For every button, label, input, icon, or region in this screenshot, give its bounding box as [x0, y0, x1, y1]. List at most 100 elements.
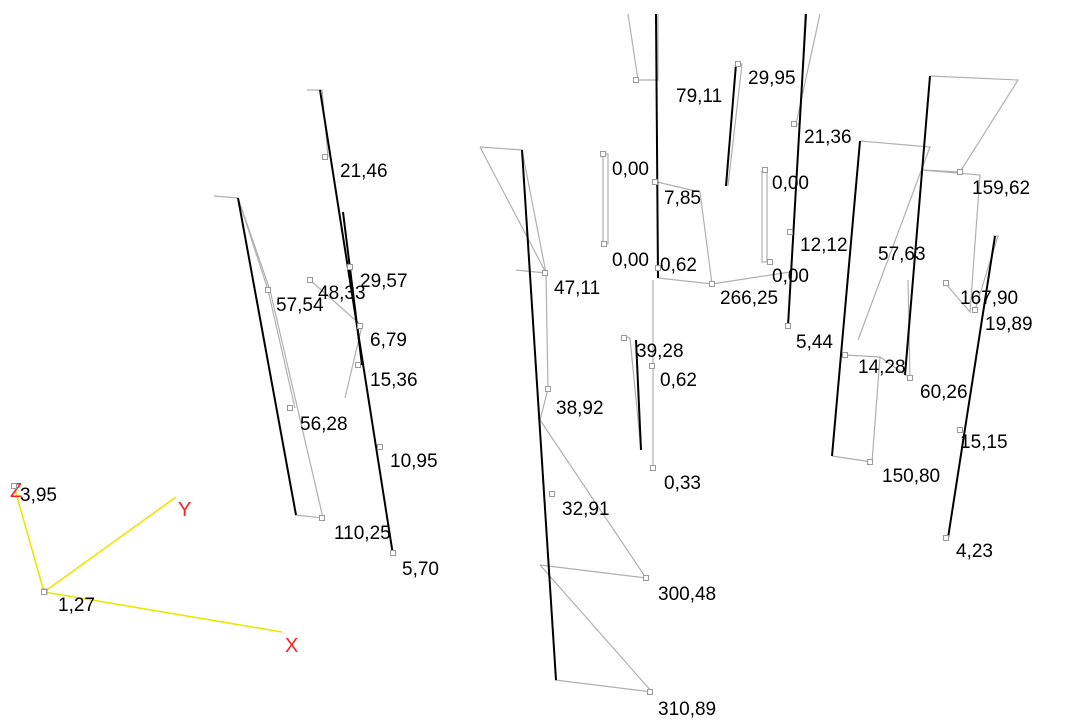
node-marker: [355, 362, 361, 368]
value-label: 0,33: [664, 473, 701, 494]
global-axes: X Y Z: [10, 480, 298, 657]
diagram-outline: [921, 169, 981, 314]
diagram-outline: [921, 75, 1020, 173]
member-line: [635, 339, 642, 451]
node-marker: [787, 229, 793, 235]
member-line: [904, 75, 931, 376]
diagram-outline: [711, 271, 791, 285]
diagram-outline: [602, 153, 609, 245]
members: [237, 13, 996, 681]
diagram-outline: [627, 13, 659, 81]
member-line: [831, 140, 861, 457]
value-label: 3,95: [20, 485, 57, 506]
diagram-outline: [479, 146, 547, 274]
value-label: 39,28: [636, 341, 684, 362]
node-marker: [655, 265, 661, 271]
value-label: 5,70: [402, 559, 439, 580]
value-label: 0,00: [612, 250, 649, 271]
value-label: 15,36: [370, 370, 418, 391]
value-label: 38,92: [556, 398, 604, 419]
node-marker: [633, 77, 639, 83]
value-label: 48,33: [318, 283, 366, 304]
diagram-outline: [795, 13, 821, 125]
member-line: [725, 63, 737, 187]
value-label: 56,28: [300, 414, 348, 435]
node-marker: [647, 689, 653, 695]
value-label: 0,00: [772, 266, 809, 287]
value-label: 0,00: [772, 173, 809, 194]
node-marker: [347, 264, 353, 270]
node-marker: [287, 405, 293, 411]
diagram-outlines: [213, 13, 1020, 693]
diagram-outline: [213, 195, 296, 409]
node-marker: [377, 444, 383, 450]
member-line: [342, 211, 363, 366]
y-axis-label: Y: [178, 499, 191, 521]
node-marker: [601, 241, 607, 247]
member-line: [521, 149, 557, 681]
value-label: 29,95: [748, 68, 796, 89]
x-axis-line: [43, 591, 283, 633]
node-marker: [907, 375, 913, 381]
diagram-outline: [761, 169, 768, 263]
value-label: 150,80: [882, 466, 940, 487]
node-marker: [549, 491, 555, 497]
node-marker: [322, 154, 328, 160]
value-label: 21,46: [340, 161, 388, 182]
node-marker: [11, 483, 17, 489]
node-marker: [842, 352, 848, 358]
x-axis-label: X: [285, 635, 298, 657]
member-line: [237, 197, 297, 516]
value-label: 167,90: [960, 288, 1018, 309]
diagram-outline: [831, 354, 881, 463]
value-label: 310,89: [658, 699, 716, 720]
node-marker: [762, 167, 768, 173]
node-marker: [957, 427, 963, 433]
value-label: 79,11: [676, 86, 722, 107]
value-label: 159,62: [972, 178, 1030, 199]
value-label: 1,27: [58, 595, 95, 616]
value-label: 10,95: [390, 451, 438, 472]
node-marker: [943, 280, 949, 286]
node-marker: [957, 169, 963, 175]
value-label: 15,15: [960, 432, 1008, 453]
value-label: 266,25: [720, 288, 778, 309]
diagram-outline: [539, 564, 654, 693]
y-axis-line: [43, 496, 177, 593]
value-label: 21,36: [804, 127, 852, 148]
node-marker: [709, 281, 715, 287]
node-marker: [649, 363, 655, 369]
value-label: 32,91: [562, 499, 610, 520]
node-marker: [621, 335, 627, 341]
node-marker: [791, 121, 797, 127]
node-marker: [390, 550, 396, 556]
value-label: 47,11: [554, 278, 600, 299]
node-marker: [867, 459, 873, 465]
nodes: [11, 61, 978, 695]
value-label: 0,62: [660, 255, 697, 276]
node-marker: [767, 259, 773, 265]
node-marker: [785, 323, 791, 329]
z-axis-line: [13, 485, 45, 593]
node-marker: [600, 151, 606, 157]
node-marker: [943, 535, 949, 541]
node-marker: [542, 270, 548, 276]
member-line: [655, 13, 659, 279]
value-label: 60,26: [920, 382, 968, 403]
value-label: 12,12: [800, 235, 848, 256]
value-labels: 29,9579,1121,3621,46159,620,000,007,8512…: [20, 68, 1033, 720]
value-label: 57,63: [878, 244, 926, 265]
value-label: 110,25: [334, 523, 391, 544]
node-marker: [41, 589, 47, 595]
node-marker: [265, 287, 271, 293]
diagram-outline: [515, 269, 549, 421]
value-label: 29,57: [360, 271, 408, 292]
diagram-outline: [237, 197, 324, 519]
node-marker: [972, 307, 978, 313]
node-marker: [319, 515, 325, 521]
diagram-outline: [656, 181, 713, 285]
value-label: 0,00: [612, 159, 649, 180]
value-label: 14,28: [858, 357, 906, 378]
